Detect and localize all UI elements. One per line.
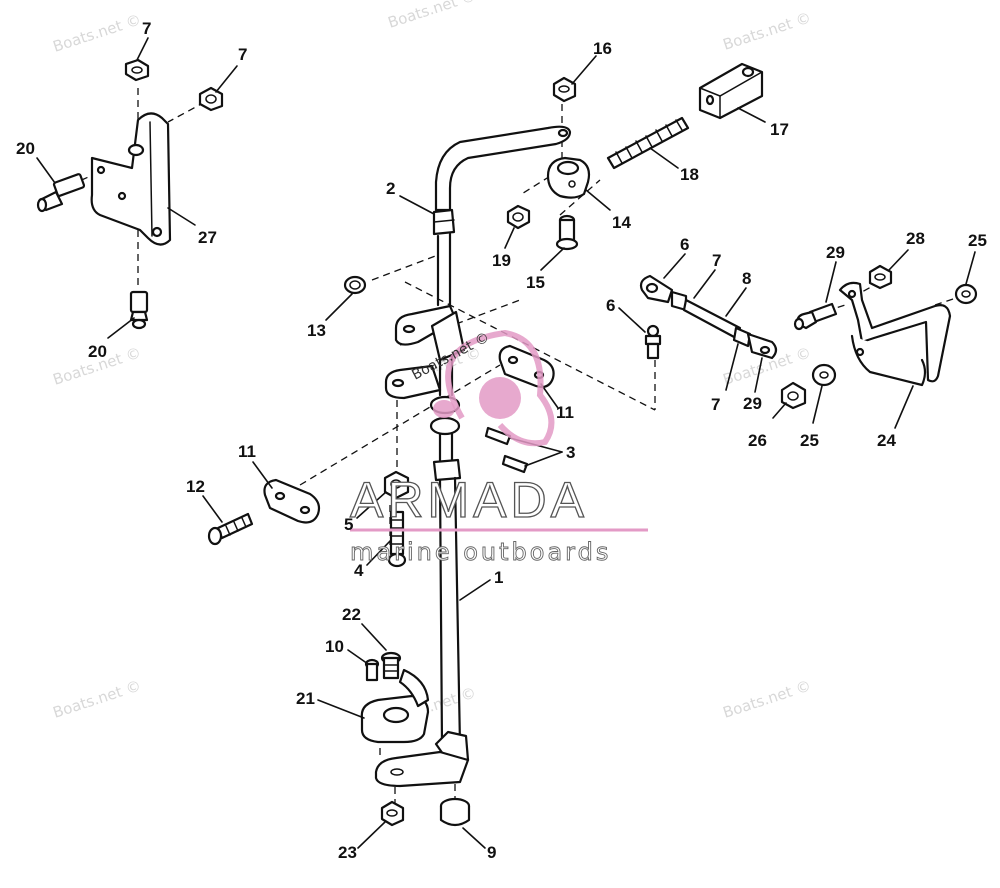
stud-29: [793, 302, 838, 331]
screw-12: [207, 512, 254, 546]
callout-19: 19: [492, 251, 511, 270]
nut-26: [780, 381, 807, 410]
bushing-9: [439, 797, 471, 827]
callout-6: 6: [680, 235, 689, 254]
stud-20a: [36, 173, 86, 213]
callout-7: 7: [711, 395, 720, 414]
callout-9: 9: [487, 843, 496, 862]
watermark: Boats.net ©: [386, 0, 479, 32]
callout-10: 10: [325, 637, 344, 656]
logo-swirl: [445, 329, 555, 447]
callout-1: 1: [494, 568, 503, 587]
watermark: Boats.net ©: [721, 8, 814, 53]
callout-13: 13: [307, 321, 326, 340]
linkage-rod-8: [639, 274, 778, 360]
clamp-11b: [263, 478, 321, 524]
washer-25a: [954, 283, 978, 305]
threaded-rod-18: [606, 116, 690, 170]
callout-28: 28: [906, 229, 925, 248]
nut-23: [380, 800, 405, 827]
nut-7b: [198, 86, 224, 112]
callout-27: 27: [198, 228, 217, 247]
callout-25: 25: [968, 231, 987, 250]
connector-17: [698, 62, 764, 120]
callout-5: 5: [344, 515, 353, 534]
callout-22: 22: [342, 605, 361, 624]
screw-4: [387, 510, 407, 568]
brand-watermark: Boats.net © ARMADA marine outboards: [349, 329, 648, 566]
logo-dot: [479, 377, 521, 419]
callout-17: 17: [770, 120, 789, 139]
callout-7: 7: [238, 45, 247, 64]
callout-25: 25: [800, 431, 819, 450]
brand-tagline: marine outboards: [350, 538, 611, 566]
shaft-2: [432, 125, 572, 307]
callout-4: 4: [354, 561, 364, 580]
callout-7: 7: [712, 251, 721, 270]
screw-10: [364, 658, 380, 682]
callout-16: 16: [593, 39, 612, 58]
callout-8: 8: [742, 269, 751, 288]
logo-dot: [433, 400, 455, 418]
ball-stud-6: [644, 324, 662, 360]
callout-labels: 7 7 20 27 20 16 17 18 2 14 19 15 13 6 7 …: [16, 19, 987, 862]
washer-25b: [811, 363, 837, 387]
callout-14: 14: [612, 213, 631, 232]
bracket-27: [90, 112, 172, 246]
watermark: Boats.net ©: [51, 676, 144, 721]
pin-3a: [484, 426, 512, 446]
callout-7: 7: [142, 19, 151, 38]
bracket-24: [838, 281, 952, 387]
callout-26: 26: [748, 431, 767, 450]
callout-2: 2: [386, 179, 395, 198]
callout-20: 20: [88, 342, 107, 361]
callout-18: 18: [680, 165, 699, 184]
callout-3: 3: [566, 443, 575, 462]
watermark: Boats.net ©: [51, 10, 144, 55]
nut-19: [506, 204, 531, 230]
nut-7a: [124, 58, 150, 82]
callout-11: 11: [238, 442, 256, 461]
callout-29: 29: [743, 394, 762, 413]
swivel-14: [546, 156, 591, 199]
callout-leaders: [36, 37, 976, 849]
callout-24: 24: [877, 431, 896, 450]
assembly-dash-lines: [69, 88, 963, 810]
nut-28: [868, 264, 893, 290]
stud-20b: [129, 290, 149, 330]
brand-name: ARMADA: [350, 472, 588, 528]
callout-23: 23: [338, 843, 357, 862]
callout-12: 12: [186, 477, 205, 496]
watermark: Boats.net ©: [721, 676, 814, 721]
pin-3b: [501, 454, 529, 474]
callout-21: 21: [296, 689, 315, 708]
arm-lever: [384, 304, 466, 400]
clamp-21: [360, 668, 430, 744]
callout-20: 20: [16, 139, 35, 158]
nut-16: [552, 76, 577, 103]
bolt-22: [380, 651, 402, 680]
callout-11: 11: [556, 403, 574, 422]
callout-6: 6: [606, 296, 615, 315]
callout-15: 15: [526, 273, 545, 292]
spring-clip-13: [343, 275, 367, 295]
pin-15: [555, 214, 579, 251]
shaft-1: [374, 476, 470, 788]
callout-29: 29: [826, 243, 845, 262]
